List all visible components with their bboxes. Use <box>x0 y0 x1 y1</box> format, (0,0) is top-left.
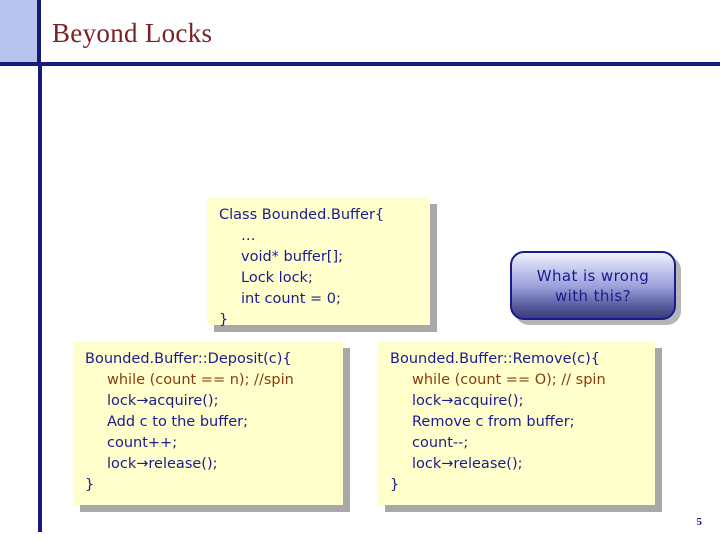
code-line: Remove c from buffer; <box>412 414 575 430</box>
header-accent-block <box>0 0 41 62</box>
code-line: lock→acquire(); <box>412 393 524 409</box>
code-line: Lock lock; <box>241 270 313 286</box>
code-line: count--; <box>412 435 469 451</box>
question-callout-line1: What is wrong <box>536 266 650 285</box>
question-callout: What is wrong with this? <box>510 251 676 320</box>
question-callout-line2: with this? <box>555 286 631 305</box>
code-line: lock→release(); <box>412 456 523 472</box>
header-horizontal-rule <box>0 62 720 66</box>
code-line: count++; <box>107 435 178 451</box>
code-line: … <box>241 228 256 244</box>
code-box-remove: Bounded.Buffer::Remove(c){while (count =… <box>378 341 655 505</box>
code-line: while (count == n); //spin <box>107 372 294 388</box>
code-line: Bounded.Buffer::Remove(c){ <box>390 351 601 367</box>
question-callout-text: What is wrong with this? <box>537 266 649 306</box>
code-line: } <box>219 312 229 328</box>
code-line: void* buffer[]; <box>241 249 344 265</box>
code-line: Bounded.Buffer::Deposit(c){ <box>85 351 292 367</box>
code-line: } <box>390 477 400 493</box>
left-vertical-rule <box>38 62 42 532</box>
page-title: Beyond Locks <box>52 18 213 48</box>
code-line: while (count == O); // spin <box>412 372 606 388</box>
code-line: int count = 0; <box>241 291 341 307</box>
code-line: Add c to the buffer; <box>107 414 248 430</box>
code-box-deposit: Bounded.Buffer::Deposit(c){while (count … <box>73 341 343 505</box>
code-box-class-declaration: Class Bounded.Buffer{ … void* buffer[]; Loc… <box>207 197 430 328</box>
code-line: } <box>85 477 95 493</box>
code-line: Class Bounded.Buffer{ <box>219 207 385 223</box>
code-line: lock→release(); <box>107 456 218 472</box>
code-line: lock→acquire(); <box>107 393 219 409</box>
page-number: 5 <box>696 516 703 528</box>
